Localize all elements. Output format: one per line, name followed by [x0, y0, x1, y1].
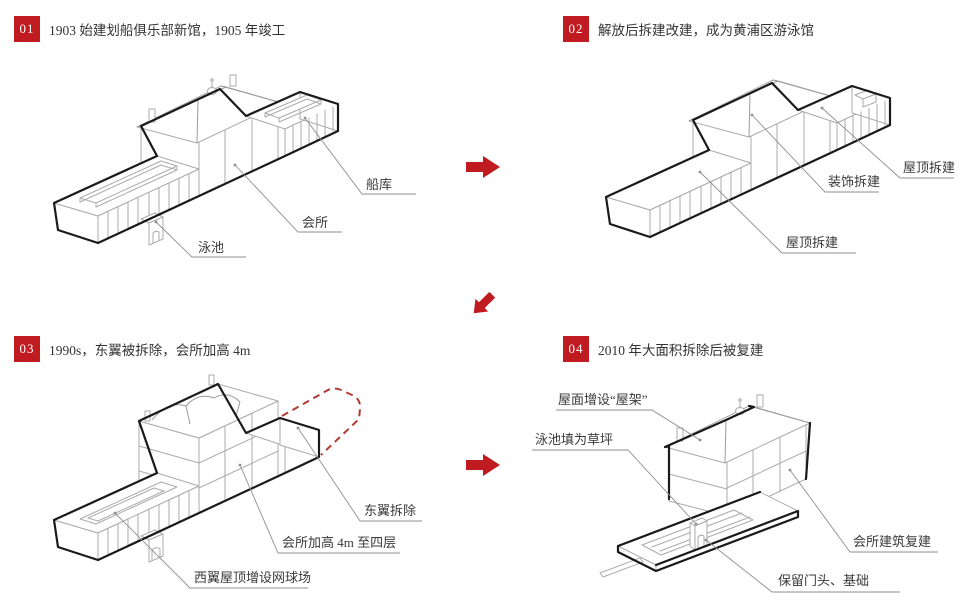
panel-02-leader-lines [698, 106, 954, 254]
arrow-right-icon [466, 156, 500, 178]
label-roof-truss-added: 屋面增设“屋架” [558, 392, 648, 407]
panel-02-caption: 解放后拆建改建，成为黄浦区游泳馆 [598, 23, 814, 38]
panel-04-leader-lines [532, 409, 938, 593]
label-east-wing-demolished: 东翼拆除 [364, 503, 417, 518]
panel-01-badge: 01 [14, 16, 40, 42]
label-swimming-pool: 泳池 [198, 240, 225, 255]
demolished-east-wing-outline [281, 387, 362, 456]
label-decoration-demolition: 装饰拆建 [828, 174, 881, 189]
panel-04-caption: 2010 年大面积拆除后被复建 [598, 343, 764, 358]
arrow-down-left-icon [473, 291, 496, 314]
panel-03-caption: 1990s，东翼被拆除，会所加高 4m [49, 343, 251, 358]
label-roof-demolition-west: 屋顶拆建 [786, 235, 839, 250]
panel-02-header: 02 解放后拆建改建，成为黄浦区游泳馆 [563, 16, 814, 42]
label-clubhouse-rebuilt: 会所建筑复建 [853, 534, 932, 549]
panel-03-leader-lines [113, 426, 422, 589]
building-02-drawing [604, 79, 892, 239]
panel-03-badge: 03 [14, 336, 40, 362]
label-clubhouse: 会所 [302, 215, 329, 230]
label-clubhouse-raised-4m: 会所加高 4m 至四层 [282, 535, 397, 550]
label-pool-filled-as-lawn: 泳池填为草坪 [535, 432, 614, 447]
panel-01-leader-lines [154, 116, 416, 258]
panel-02-badge: 02 [563, 16, 589, 42]
panel-03-header: 03 1990s，东翼被拆除，会所加高 4m [14, 336, 250, 362]
panel-01-header: 01 1903 始建划船俱乐部新馆，1905 年竣工 [14, 16, 285, 42]
building-04-drawing [599, 394, 812, 578]
arrow-right-icon [466, 454, 500, 476]
panel-04-header: 04 2010 年大面积拆除后被复建 [563, 336, 763, 362]
label-boat-house: 船库 [366, 177, 393, 192]
panel-01-caption: 1903 始建划船俱乐部新馆，1905 年竣工 [49, 23, 286, 38]
label-tennis-court-on-west-roof: 西翼屋顶增设网球场 [194, 570, 312, 585]
label-roof-demolition-east: 屋顶拆建 [903, 160, 956, 175]
panel-04-badge: 04 [563, 336, 589, 362]
preserved-gate-drawing [689, 517, 708, 551]
building-01-drawing [52, 74, 340, 246]
building-03-drawing [52, 374, 362, 563]
label-gate-and-foundation-kept: 保留门头、基础 [778, 573, 870, 588]
